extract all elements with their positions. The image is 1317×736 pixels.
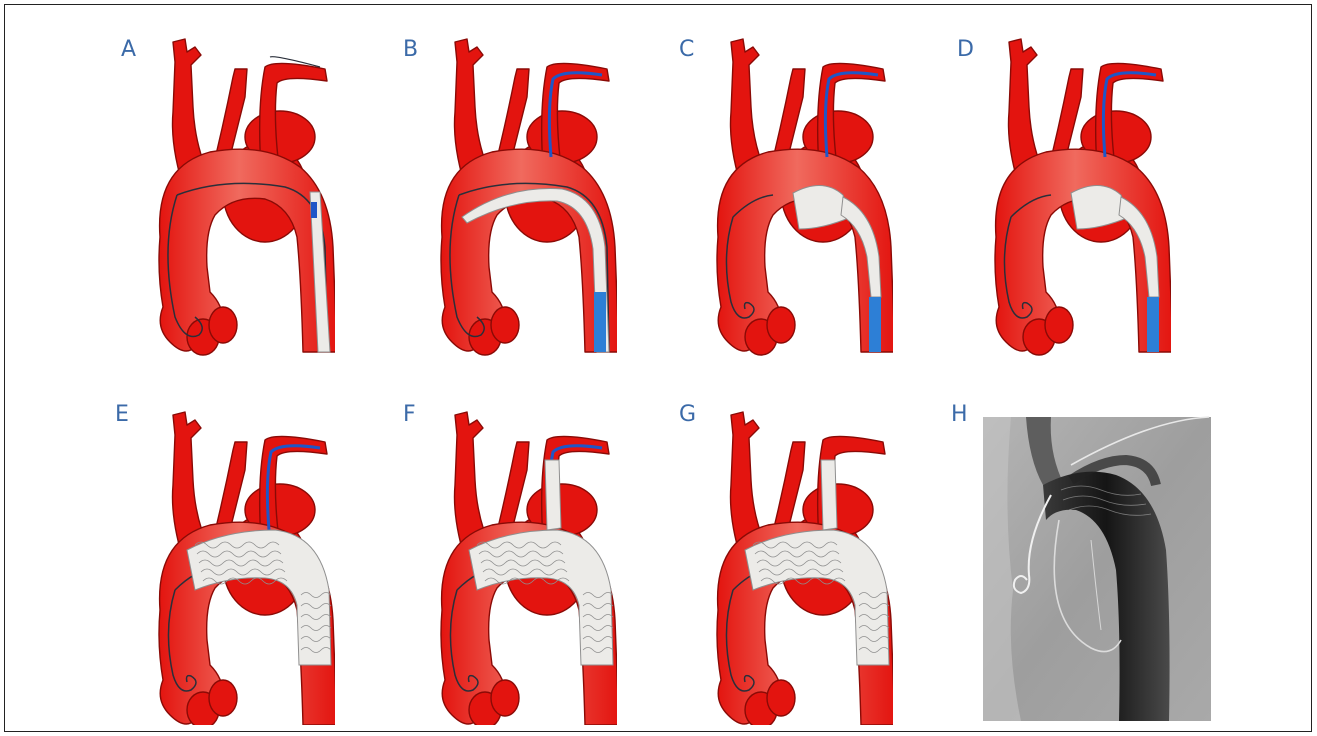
panel-h: H <box>951 390 1221 725</box>
aortic-arch-illustration <box>397 17 617 362</box>
aortic-arch-illustration <box>397 390 617 725</box>
panel-c: C <box>673 17 893 362</box>
panel-b: B <box>397 17 617 362</box>
panel-a: A <box>115 17 335 362</box>
aortic-arch-illustration <box>673 17 893 362</box>
aortic-arch-illustration <box>115 17 335 362</box>
panel-f: F <box>397 390 617 725</box>
panel-d: D <box>951 17 1171 362</box>
panel-g: G <box>673 390 893 725</box>
angiography-image <box>951 390 1221 725</box>
aortic-arch-illustration <box>115 390 335 725</box>
figure-frame: A B C D E F G H <box>4 4 1312 732</box>
panel-e: E <box>115 390 335 725</box>
aortic-arch-illustration <box>951 17 1171 362</box>
aortic-arch-illustration <box>673 390 893 725</box>
